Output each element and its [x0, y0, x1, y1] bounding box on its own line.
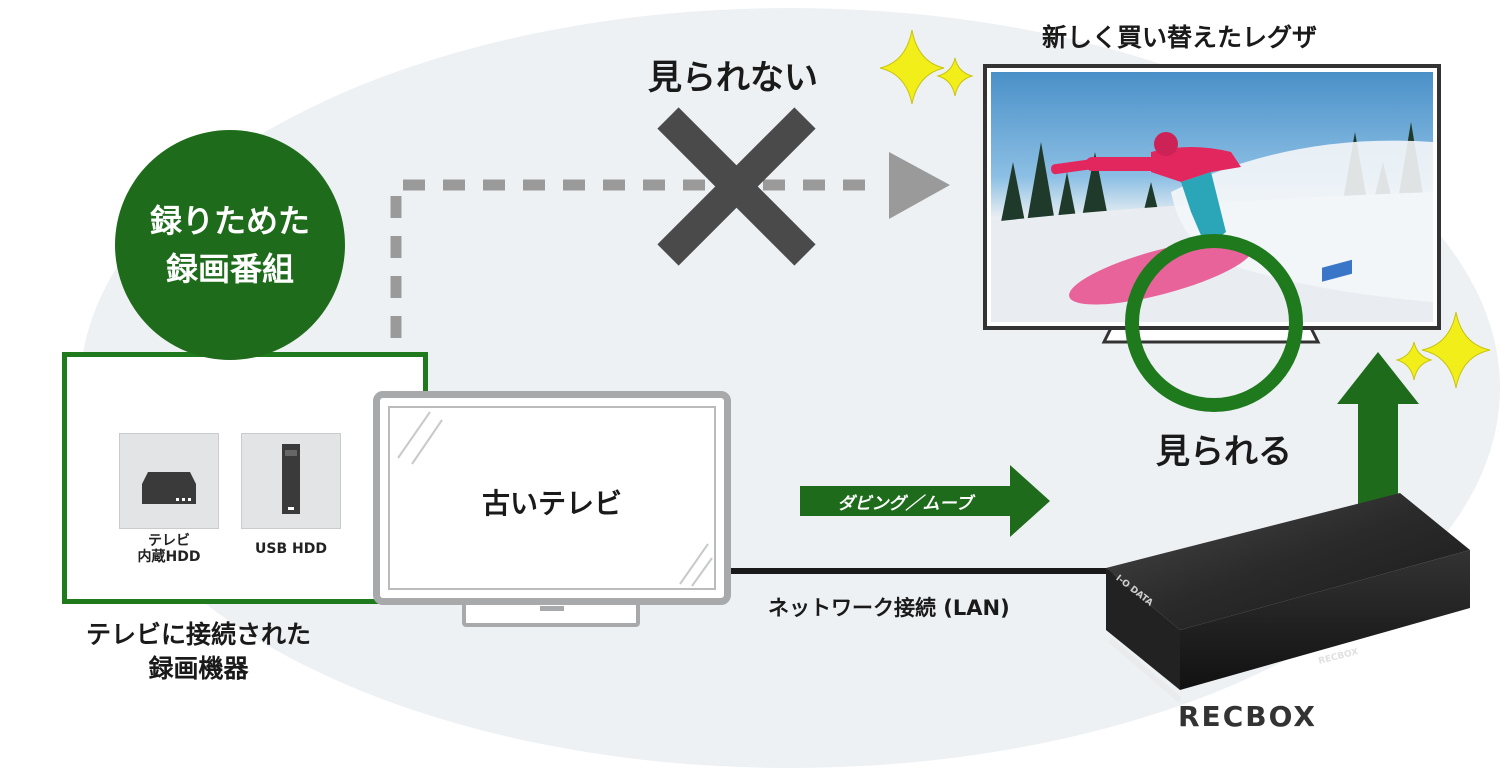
- recbox-device: [1106, 259, 1470, 690]
- tv-screen: [991, 72, 1433, 322]
- sparkle-icon-right: [1395, 311, 1491, 389]
- upload-arrow: [1337, 352, 1419, 520]
- recbox-display: [1322, 259, 1352, 282]
- dubbing-move-label: ダビング／ムーブ: [837, 493, 973, 514]
- blocked-path-arrowhead: [889, 152, 950, 219]
- old-tv-stand: [462, 601, 640, 627]
- network-connection-label: ネットワーク接続 (LAN): [768, 596, 1010, 620]
- screen-glare: [397, 411, 713, 587]
- recbox-logo: RECBOX: [1178, 700, 1317, 733]
- usb-hdd-label: USB HDD: [255, 541, 327, 557]
- old-tv-title: 古いテレビ: [481, 487, 622, 520]
- recorded-programs-badge: 録りためた 録画番組: [115, 130, 345, 360]
- not-viewable-label: 見られない: [648, 58, 818, 98]
- cross-icon: [657, 107, 816, 266]
- old-tv-stand-layer: [462, 601, 640, 627]
- ok-ring-icon: [1125, 234, 1303, 412]
- viewable-ring-layer: [1125, 234, 1303, 412]
- tv-internal-hdd-label: テレビ 内蔵HDD: [137, 533, 201, 566]
- old-tv-inner-screen: [388, 406, 716, 590]
- viewable-label: 見られる: [1156, 432, 1292, 472]
- hdd-icon: [142, 472, 196, 504]
- recording-devices-box: テレビ 内蔵HDD USB HDD: [62, 352, 428, 604]
- snowboarder-image: [991, 122, 1433, 322]
- tv-internal-hdd-tile: [119, 433, 219, 529]
- recording-devices-caption: テレビに接続された 録画機器: [86, 620, 312, 683]
- usb-hdd-tile: [241, 433, 341, 529]
- new-tv: [983, 64, 1441, 330]
- new-tv-title: 新しく買い替えたレグザ: [1042, 23, 1318, 52]
- dubbing-arrow: [800, 465, 1050, 537]
- sparkle-icon-top: [879, 29, 974, 105]
- usb-hdd-icon: [282, 444, 300, 514]
